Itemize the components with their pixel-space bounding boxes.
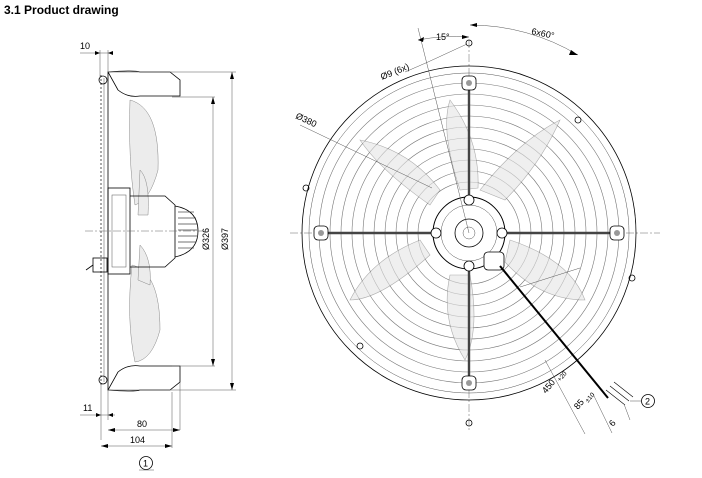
dim-total: 104 xyxy=(130,435,145,445)
dim-cable-85-tol: ±10 xyxy=(584,391,597,404)
front-view: Ø380 Ø9 (6x) 15° 6x60° 450 +20 85 ±10 6 … xyxy=(290,23,660,435)
dim-top: 10 xyxy=(80,41,90,51)
page-title: 3.1 Product drawing xyxy=(4,3,119,17)
callout-2: 2 xyxy=(645,397,650,407)
dim-outer-diameter: Ø397 xyxy=(220,228,230,250)
side-view: 10 Ø326 Ø397 11 80 104 1 xyxy=(80,41,236,471)
dim-cable-85: 85 xyxy=(572,397,586,411)
dim-cable-6: 6 xyxy=(607,418,618,428)
dim-bottom-small: 11 xyxy=(83,403,92,413)
dim-cable-450-tol: +20 xyxy=(556,370,569,383)
dim-angle-15: 15° xyxy=(436,32,450,42)
callout-1: 1 xyxy=(143,459,148,469)
dim-inner-diameter: Ø326 xyxy=(201,228,211,250)
dim-circle: Ø380 xyxy=(294,111,318,129)
dim-mid: 80 xyxy=(137,419,147,429)
dim-cable-450: 450 xyxy=(540,377,557,395)
dim-angle-6x60: 6x60° xyxy=(531,26,556,41)
